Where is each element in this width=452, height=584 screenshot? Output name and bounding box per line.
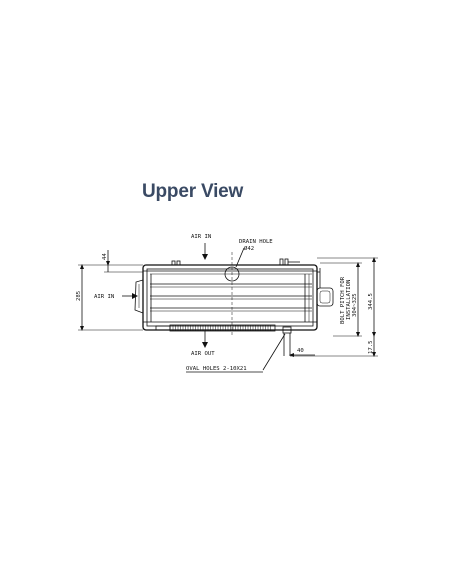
air-out-arrow: AIR OUT: [191, 331, 215, 357]
top-fittings: [171, 258, 300, 266]
mounting-feet: [155, 325, 292, 356]
air-in-left-arrow: AIR IN: [94, 293, 138, 300]
dimension-344-5-label: 344.5: [368, 293, 374, 310]
air-out-label: AIR OUT: [191, 351, 215, 357]
right-dimensions: BOLT PITCH FOR INSTALLATION 304~325 344.…: [290, 257, 378, 357]
dimension-40-label: 40: [297, 348, 304, 354]
air-in-top-arrow: AIR IN: [191, 234, 211, 260]
bolt-pitch-line3: 304~325: [352, 293, 358, 317]
dimension-44: 44: [102, 250, 143, 273]
drain-hole-label: DRAIN HOLE: [239, 239, 273, 245]
oval-holes-label: OVAL HOLES 2-10X21: [186, 366, 247, 372]
bolt-pitch-line1: BOLT PITCH FOR: [340, 276, 346, 324]
drain-hole: DRAIN HOLE Ø42: [224, 239, 273, 282]
drain-dia-label: Ø42: [244, 245, 254, 252]
air-in-top-label: AIR IN: [191, 234, 211, 240]
unit-body: [142, 252, 318, 336]
dimension-285: 285: [76, 264, 143, 331]
dimension-285-label: 285: [76, 291, 82, 301]
oval-holes-callout: OVAL HOLES 2-10X21: [186, 333, 286, 373]
dimension-40: 40: [289, 348, 315, 357]
air-in-left-label: AIR IN: [94, 294, 114, 300]
right-pipe-connector: [316, 268, 334, 307]
page-title: Upper View: [142, 181, 244, 202]
dimension-44-label: 44: [102, 253, 108, 260]
dimension-17-5-label: 17.5: [368, 341, 374, 354]
bolt-pitch-line2: INSTALLATION: [346, 280, 352, 320]
